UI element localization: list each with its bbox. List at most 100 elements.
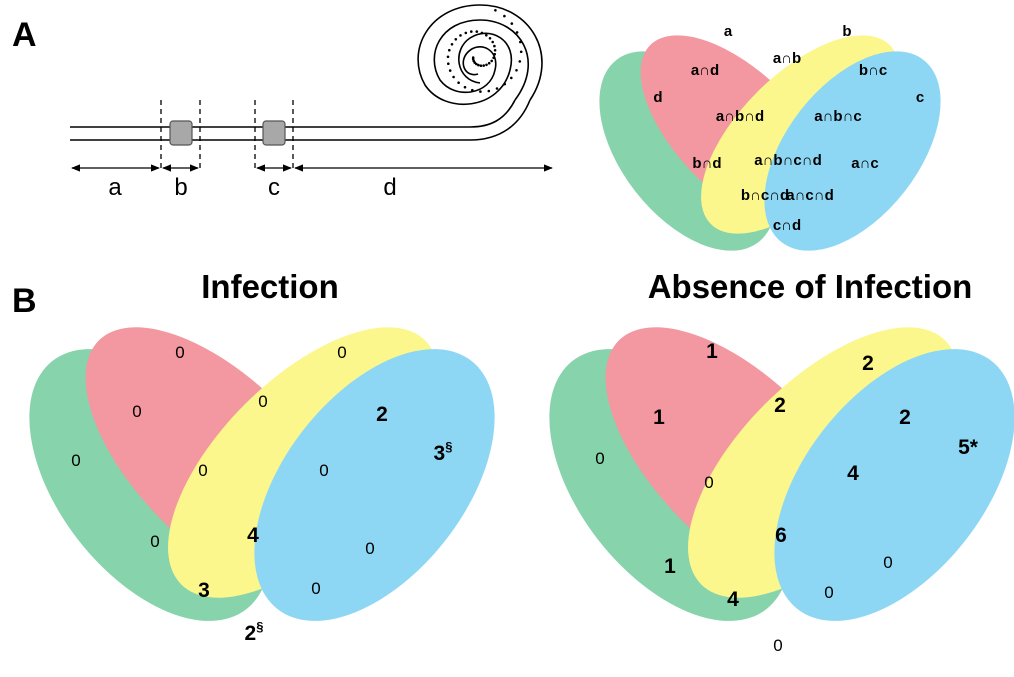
coil-dot bbox=[454, 38, 458, 41]
inf-count-acd: 0 bbox=[311, 579, 320, 598]
inf-count-cd: 2§ bbox=[245, 619, 264, 645]
panel-label-a: A bbox=[12, 16, 37, 54]
venn-absence bbox=[549, 327, 1014, 621]
key-label-b: b bbox=[842, 23, 851, 40]
inf-count-b: 0 bbox=[337, 343, 346, 362]
coil-dot bbox=[515, 69, 518, 72]
key-label-ad: a∩d bbox=[691, 62, 719, 79]
abs-count-bd: 1 bbox=[664, 555, 676, 578]
coil-dot bbox=[492, 56, 495, 60]
coil-dot bbox=[518, 60, 522, 63]
venn-key-ellipse-c bbox=[764, 51, 941, 251]
abs-count-acd: 0 bbox=[824, 583, 833, 602]
key-label-acd: a∩c∩d bbox=[786, 187, 834, 204]
segment-label-b: b bbox=[174, 174, 187, 201]
venn-absence-counts: 1 2 2 1 2 5* 0 0 4 1 6 0 4 0 0 bbox=[595, 340, 978, 655]
venn-infection-title: Infection bbox=[201, 268, 339, 305]
coil-dot bbox=[477, 63, 480, 67]
abs-count-a: 1 bbox=[706, 340, 718, 363]
abs-count-bc: 2 bbox=[899, 406, 911, 429]
coil-dot bbox=[464, 31, 468, 35]
abs-count-bcd: 4 bbox=[727, 588, 739, 611]
coil-dot bbox=[495, 87, 499, 90]
key-label-ab: a∩b bbox=[773, 50, 801, 67]
key-label-ac: a∩c bbox=[851, 155, 879, 172]
coil-dot bbox=[519, 40, 522, 44]
inf-count-ad: 0 bbox=[132, 402, 141, 421]
coil-dot bbox=[479, 64, 483, 67]
coil-dot bbox=[475, 30, 479, 33]
coil-dot bbox=[450, 43, 454, 46]
segment-label-d: d bbox=[383, 174, 396, 201]
coil-dot bbox=[459, 34, 462, 37]
inf-count-d: 0 bbox=[71, 451, 80, 470]
abs-count-b: 2 bbox=[862, 352, 874, 375]
coil-dot bbox=[470, 30, 473, 33]
venn-key-ellipses bbox=[599, 35, 941, 251]
coil bbox=[417, 4, 543, 106]
key-label-cd: c∩d bbox=[773, 217, 801, 234]
key-label-bd: b∩d bbox=[692, 155, 721, 172]
key-label-abc: a∩b∩c bbox=[814, 108, 862, 125]
coil-dots bbox=[446, 9, 523, 93]
coil-dot bbox=[471, 88, 474, 92]
coil-dot bbox=[482, 64, 486, 67]
coil-dot bbox=[493, 49, 497, 52]
key-label-d: d bbox=[653, 89, 662, 106]
inf-count-bd: 0 bbox=[150, 532, 159, 551]
coil-dot bbox=[479, 90, 482, 93]
venn-infection-counts: 0 0 0 0 2 3§ 0 0 0 0 4 0 3 0 2§ bbox=[71, 343, 452, 645]
coil-dot bbox=[485, 33, 488, 37]
key-label-bcd: b∩c∩d bbox=[741, 187, 789, 204]
segment-label-a: a bbox=[108, 174, 122, 201]
inf-count-c: 3§ bbox=[434, 439, 453, 465]
coil-dot bbox=[519, 50, 523, 54]
inf-count-abcd: 4 bbox=[247, 524, 259, 547]
coil-dot bbox=[487, 89, 491, 93]
inf-count-abc: 0 bbox=[319, 461, 328, 480]
venn-key bbox=[599, 35, 941, 251]
coil-dot bbox=[510, 76, 513, 80]
venn-key-labels: a b a∩b a∩d b∩c d c a∩b∩d a∩b∩c b∩d a∩b∩… bbox=[653, 23, 924, 234]
coil-dot bbox=[503, 14, 506, 18]
coil-dot bbox=[494, 9, 497, 12]
coil-dot bbox=[488, 37, 492, 40]
venn-infection-ellipse-c bbox=[254, 349, 495, 621]
coil-dot bbox=[503, 82, 507, 86]
coil-dot bbox=[487, 61, 491, 65]
inf-count-bc: 2 bbox=[376, 403, 388, 426]
panel-label-b: B bbox=[12, 282, 37, 320]
segment-label-c: c bbox=[268, 174, 280, 201]
venn-infection bbox=[29, 327, 495, 621]
connector-1 bbox=[169, 120, 193, 146]
abs-count-d: 0 bbox=[595, 449, 604, 468]
inf-count-a: 0 bbox=[175, 343, 184, 362]
inf-count-ac: 0 bbox=[365, 539, 374, 558]
abs-count-abcd: 6 bbox=[775, 524, 787, 547]
inf-count-abd: 0 bbox=[198, 461, 207, 480]
abs-count-c: 5* bbox=[958, 436, 979, 459]
abs-count-ab: 2 bbox=[774, 394, 786, 417]
coil-dot bbox=[485, 63, 488, 67]
coil-dot bbox=[457, 81, 460, 84]
inf-count-ab: 0 bbox=[258, 392, 267, 411]
coil-dot bbox=[471, 56, 475, 59]
key-label-a: a bbox=[724, 23, 733, 40]
abs-count-ac: 0 bbox=[883, 553, 892, 572]
abs-count-abd: 0 bbox=[704, 473, 713, 492]
abs-count-cd: 0 bbox=[773, 636, 782, 655]
venn-absence-ellipses bbox=[549, 327, 1014, 621]
key-label-abcd: a∩b∩c∩d bbox=[754, 152, 822, 169]
venn-absence-title: Absence of Infection bbox=[648, 268, 973, 305]
venn-absence-ellipse-c bbox=[774, 349, 1014, 621]
coil-dot bbox=[490, 59, 494, 63]
coil-dot bbox=[493, 44, 496, 48]
coil-dot bbox=[463, 85, 467, 89]
coil-dot bbox=[510, 22, 514, 25]
catheter-diagram: a b c d bbox=[70, 4, 553, 201]
inf-count-bcd: 3 bbox=[198, 579, 210, 602]
abs-count-ad: 1 bbox=[653, 406, 665, 429]
coil-dot bbox=[448, 48, 451, 52]
coil-dot bbox=[447, 62, 450, 65]
